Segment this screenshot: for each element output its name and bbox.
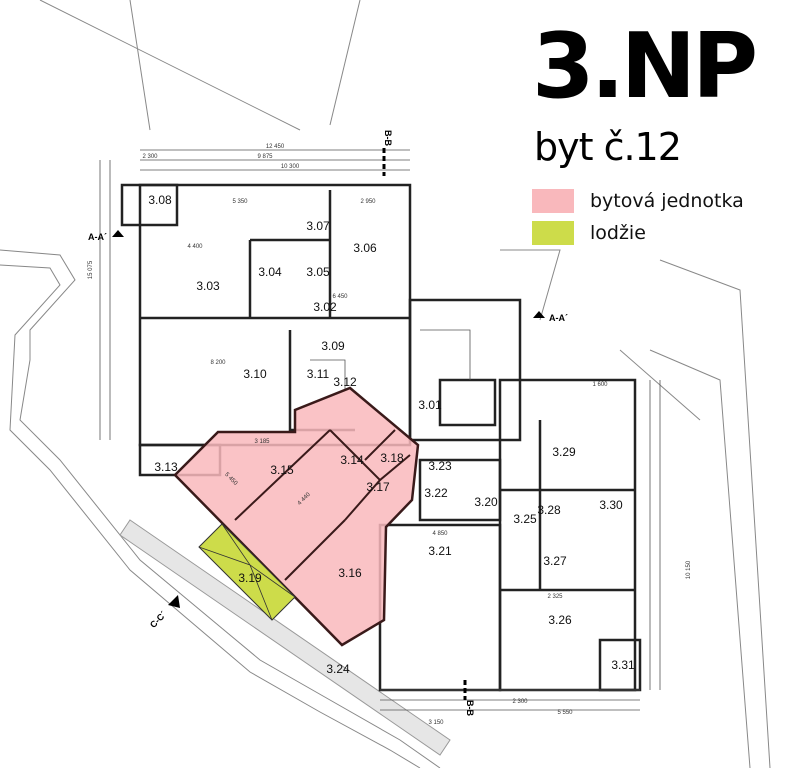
section-arrow-icon — [168, 595, 180, 608]
room-label: 3.18 — [380, 451, 404, 465]
room-label: 3.15 — [270, 463, 294, 477]
room-label: 3.19 — [238, 571, 262, 585]
room-label: 3.27 — [543, 554, 567, 568]
room-label: 3.06 — [353, 241, 377, 255]
loggia-roof-lines — [198, 523, 296, 621]
room-label: 3.16 — [338, 566, 362, 580]
room-label: 3.04 — [258, 265, 282, 279]
site-lines — [0, 0, 771, 768]
room-label: 3.05 — [306, 265, 330, 279]
dimension-labels: 12 450 9 875 10 300 2 300 5 350 2 950 4 … — [88, 144, 692, 726]
room-label: 3.20 — [474, 495, 498, 509]
road-strip — [119, 519, 451, 756]
dimension-label: 3 150 — [428, 720, 444, 726]
room-label: 3.14 — [340, 453, 364, 467]
section-a-right-label: A-A´ — [549, 313, 568, 323]
room-label: 3.24 — [326, 662, 350, 676]
loggia-swatch — [532, 221, 574, 245]
room-label: 3.13 — [154, 460, 178, 474]
room-label: 3.10 — [243, 367, 267, 381]
room-label: 3.26 — [548, 613, 572, 627]
legend-item-apartment: bytová jednotka — [532, 185, 744, 217]
apartment-subtitle: byt č.12 — [534, 125, 682, 169]
dimension-label: 5 550 — [557, 710, 573, 716]
dimension-label: 15 075 — [88, 260, 94, 279]
dimension-label: 5 350 — [232, 199, 248, 205]
dimension-label: 2 950 — [360, 199, 376, 205]
section-b-top-label: B-B — [383, 130, 393, 146]
room-label: 3.22 — [424, 486, 448, 500]
room-label: 3.09 — [321, 339, 345, 353]
section-b-bottom-label: B-B — [465, 700, 475, 716]
dimension-label: 4 400 — [187, 244, 203, 250]
apartment-swatch — [532, 189, 574, 213]
room-label: 3.25 — [513, 512, 537, 526]
dimension-label: 2 325 — [547, 594, 563, 600]
room-label: 3.28 — [537, 503, 561, 517]
legend-label: lodžie — [590, 222, 646, 244]
legend-item-loggia: lodžie — [532, 217, 744, 249]
room-label: 3.17 — [366, 480, 390, 494]
room-label: 3.29 — [552, 445, 576, 459]
legend: bytová jednotka lodžie — [532, 185, 744, 249]
dimension-label: 3 185 — [254, 439, 270, 445]
room-label: 3.12 — [333, 375, 357, 389]
section-arrow-icon — [533, 311, 545, 318]
room-label: 3.23 — [428, 459, 452, 473]
apartment-inner-walls — [234, 429, 411, 581]
section-arrow-icon — [112, 230, 124, 237]
dimension-label: 10 150 — [686, 560, 692, 579]
room-label: 3.30 — [599, 498, 623, 512]
dimension-label: 10 300 — [281, 164, 300, 170]
apartment-area — [173, 386, 420, 647]
dimension-label: 2 300 — [142, 154, 158, 160]
room-label: 3.21 — [428, 544, 452, 558]
dimension-label: 9 875 — [257, 154, 273, 160]
section-a-left-label: A-A´ — [88, 232, 107, 242]
dimension-label: 6 450 — [332, 294, 348, 300]
room-labels: 3.01 3.02 3.03 3.04 3.05 3.06 3.07 3.08 … — [148, 193, 635, 676]
room-label: 3.11 — [307, 367, 330, 381]
dimension-label: 1 600 — [592, 382, 608, 388]
section-c-label: C-C´ — [148, 609, 169, 630]
room-label: 3.07 — [306, 219, 330, 233]
dimension-label: 4 850 — [432, 531, 448, 537]
room-label: 3.08 — [148, 193, 172, 207]
room-label: 3.01 — [418, 398, 442, 412]
room-label: 3.02 — [313, 300, 337, 314]
legend-label: bytová jednotka — [590, 190, 744, 212]
room-label: 3.31 — [611, 658, 635, 672]
interior-lines — [99, 149, 661, 711]
floor-title: 3.NP — [532, 14, 758, 119]
dimension-label: 8 200 — [210, 360, 226, 366]
dimension-label: 12 450 — [266, 144, 285, 150]
dimension-label: 2 300 — [512, 699, 528, 705]
room-label: 3.03 — [196, 279, 220, 293]
